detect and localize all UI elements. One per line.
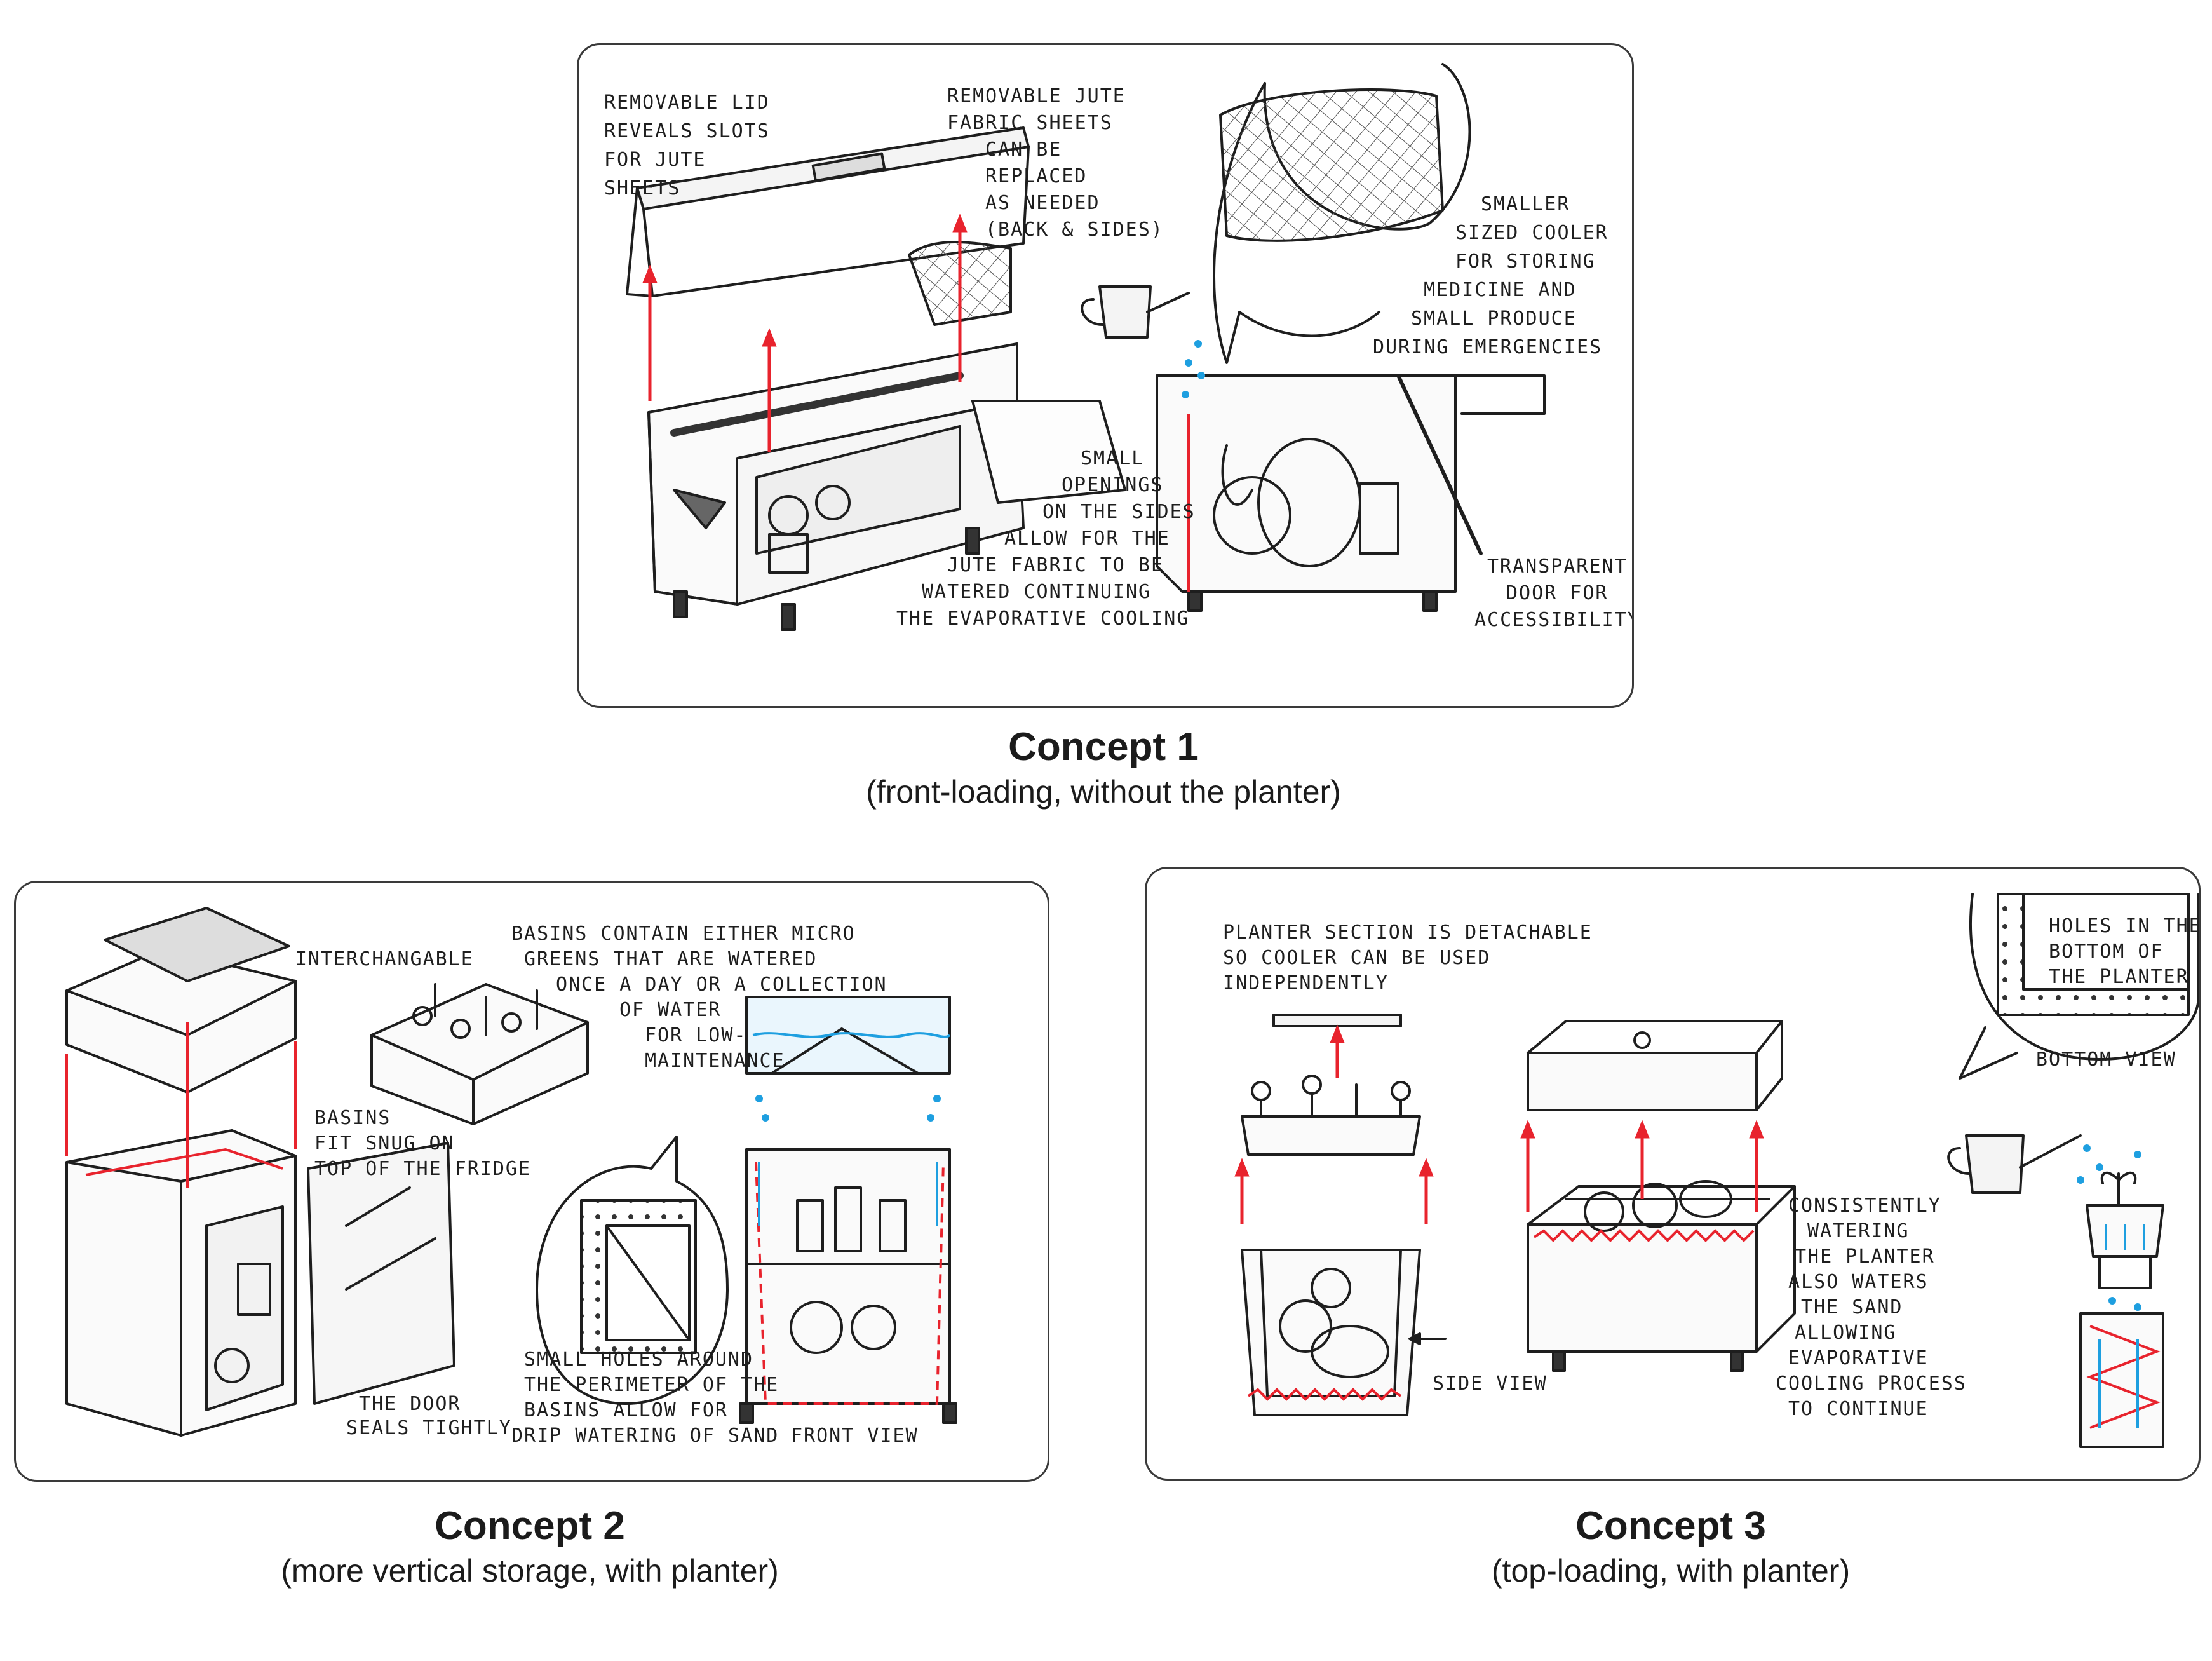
note-jute: REMOVABLE JUTE FABRIC SHEETS CAN BE REPL… xyxy=(947,85,1164,241)
watering-can xyxy=(1098,285,1152,339)
planter-basin xyxy=(370,983,589,1125)
concept-3-panel: PLANTER SECTION IS DETACHABLE SO COOLER … xyxy=(1145,867,2201,1481)
concept-2-sketch: INTERCHANGABLE BASINS CONTAIN EITHER MIC… xyxy=(65,907,957,1447)
label-bottom-view: BOTTOM VIEW xyxy=(2036,1048,2176,1071)
note-consistent-watering: CONSISTENTLY WATERING THE PLANTER ALSO W… xyxy=(1776,1195,1979,1420)
concept-1-panel: REMOVABLE LID REVEALS SLOTS FOR JUTE SHE… xyxy=(577,43,1634,708)
note-planter-detachable: PLANTER SECTION IS DETACHABLE SO COOLER … xyxy=(1223,921,1605,994)
note-cooler: SMALLER SIZED COOLER FOR STORING MEDICIN… xyxy=(1373,193,1621,358)
concept-1-title: Concept 1 xyxy=(1008,725,1199,769)
concept-1-sketch: REMOVABLE LID REVEALS SLOTS FOR JUTE SHE… xyxy=(604,63,1632,631)
note-door-seals: THE DOOR SEALS TIGHTLY xyxy=(346,1393,512,1439)
planter-tray xyxy=(1241,1115,1421,1156)
label-front-view: FRONT VIEW xyxy=(791,1425,919,1447)
concept-3-sketch: PLANTER SECTION IS DETACHABLE SO COOLER … xyxy=(1223,893,2199,1448)
note-door: TRANSPARENT DOOR FOR ACCESSIBILITY xyxy=(1474,555,1632,631)
concept-1-caption: Concept 1 (front-loading, without the pl… xyxy=(577,724,1630,810)
label-side-view: SIDE VIEW xyxy=(1433,1373,1548,1395)
note-openings: SMALL OPENINGS ON THE SIDES ALLOW FOR TH… xyxy=(896,447,1208,630)
concept-3-title: Concept 3 xyxy=(1575,1504,1766,1548)
concept-2-title: Concept 2 xyxy=(435,1504,625,1548)
note-lid: REMOVABLE LID REVEALS SLOTS FOR JUTE SHE… xyxy=(604,92,783,200)
small-cooler xyxy=(1156,374,1457,593)
watering-can xyxy=(1965,1134,2025,1194)
note-small-holes: SMALL HOLES AROUND THE PERIMETER OF THE … xyxy=(511,1348,792,1447)
concept-2-caption: Concept 2 (more vertical storage, with p… xyxy=(14,1503,1046,1589)
concept-2-subtitle: (more vertical storage, with planter) xyxy=(281,1553,779,1589)
note-holes-bottom: HOLES IN THE BOTTOM OF THE PLANTER xyxy=(2049,915,2199,988)
note-basins-contain: BASINS CONTAIN EITHER MICRO GREENS THAT … xyxy=(511,923,900,1072)
note-interchangable: INTERCHANGABLE xyxy=(295,948,474,970)
concept-2-panel: INTERCHANGABLE BASINS CONTAIN EITHER MIC… xyxy=(14,881,1049,1482)
concept-3-subtitle: (top-loading, with planter) xyxy=(1491,1553,1851,1589)
note-basins-fit: BASINS FIT SNUG ON TOP OF THE FRIDGE xyxy=(314,1107,531,1180)
concept-3-caption: Concept 3 (top-loading, with planter) xyxy=(1145,1503,2197,1589)
concept-1-subtitle: (front-loading, without the planter) xyxy=(866,774,1341,810)
fridge-door xyxy=(307,1142,455,1405)
top-loading-cooler xyxy=(1527,1052,1758,1111)
